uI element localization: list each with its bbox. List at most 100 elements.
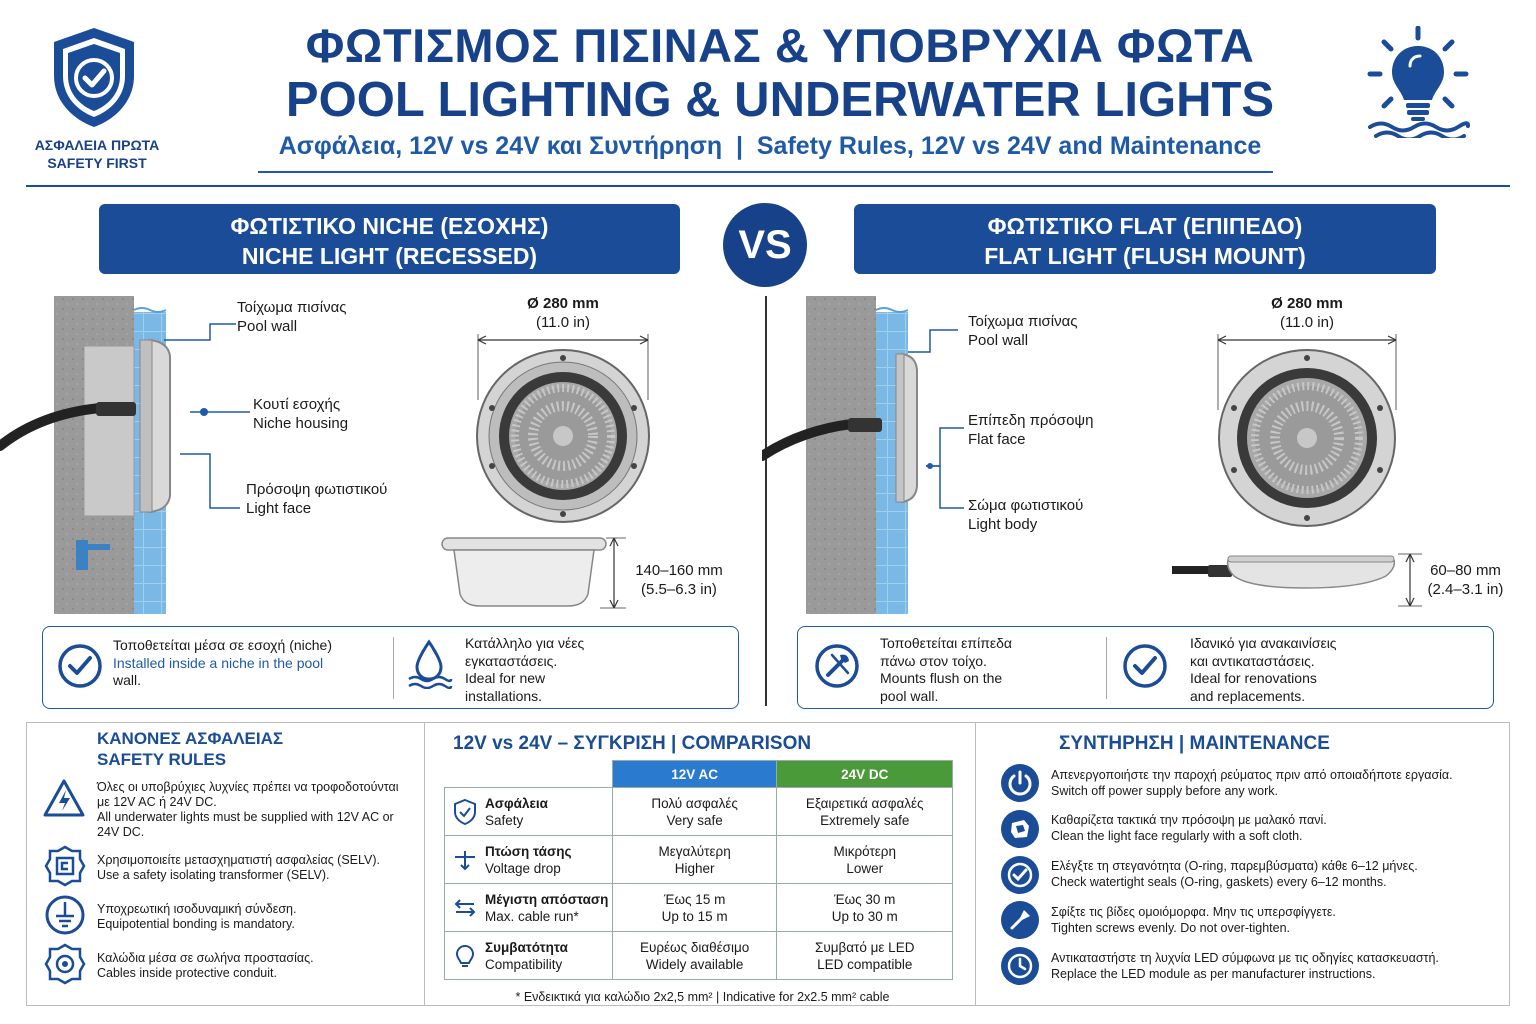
label-en: Pool wall: [968, 332, 1029, 349]
mt-gr: Σφίξτε τις βίδες ομοιόμορφα. Μην τις υπε…: [1051, 905, 1336, 919]
mt-en: Tighten screws evenly. Do not over-tight…: [1051, 921, 1291, 935]
label-en: Niche housing: [253, 415, 349, 432]
label-gr: Κουτί εσοχής: [253, 396, 341, 413]
power-icon: [1001, 764, 1039, 802]
depth-in: (5.5–6.3 in): [641, 581, 717, 598]
info-part: Installed: [113, 654, 170, 671]
flat-banner-gr: ΦΩΤΙΣΤΙΚΟ FLAT (ΕΠΙΠΕΔΟ): [987, 213, 1303, 239]
niche-front-view: [476, 334, 650, 523]
clock-icon: [1001, 947, 1039, 985]
flat-label-pool-wall: Τοίχωμα πισίνας Pool wall: [968, 312, 1078, 350]
label-gr: Επίπεδη πρόσοψη: [968, 412, 1094, 429]
check-circle-icon: [1122, 643, 1168, 694]
info-divider: [1106, 637, 1107, 699]
label-en: Pool wall: [237, 318, 298, 335]
rule-gr: Χρησιμοποιείτε μετασχηματιστή ασφαλείας …: [97, 853, 381, 867]
safety-item-1: Όλες οι υποβρύχιες λυχνίες πρέπει να τρο…: [97, 780, 412, 840]
flat-banner: ΦΩΤΙΣΤΙΚΟ FLAT (ΕΠΙΠΕΔΟ) FLAT LIGHT (FLU…: [854, 204, 1436, 274]
empty-cell: [445, 761, 613, 788]
cell-en: Up to 30 m: [831, 908, 898, 924]
safety-title: ΚΑΝΟΝΕΣ ΑΣΦΑΛΕΙΑΣ SAFETY RULES: [97, 728, 283, 770]
niche-banner-en: NICHE LIGHT (RECESSED): [241, 243, 538, 269]
label-gr: Πρόσοψη φωτιστικού: [246, 481, 388, 498]
flat-leader-lines: [908, 329, 964, 509]
info-line: installations.: [465, 687, 543, 704]
mt-en: Clean the light face regularly with a so…: [1051, 829, 1303, 843]
niche-cross-section-illustration: [0, 296, 230, 616]
label-en: Light face: [246, 500, 312, 517]
niche-depth-label: 140–160 mm (5.5–6.3 in): [624, 561, 734, 599]
info-line: pool wall.: [880, 687, 939, 704]
lightbulb-icon: [453, 942, 477, 974]
col-24v: 24V DC: [776, 760, 953, 788]
mt-gr: Αντικαταστήστε τη λυχνία LED σύμφωνα με …: [1051, 951, 1439, 965]
row-en: Safety: [485, 812, 524, 828]
flat-label-body: Σώμα φωτιστικού Light body: [968, 496, 1083, 534]
diameter-in: (11.0 in): [536, 314, 590, 331]
wrench-circle-icon: [814, 643, 860, 694]
lightbulb-water-icon: [1364, 25, 1472, 142]
maintenance-item-1: Απενεργοποιήστε την παροχή ρεύματος πριν…: [1051, 767, 1501, 799]
flat-info-1: Τοποθετείται επίπεδα πάνω στον τοίχο. Mo…: [880, 635, 1100, 705]
label-gr: Τοίχωμα πισίνας: [237, 299, 347, 316]
mt-en: Switch off power supply before any work.: [1051, 784, 1278, 798]
cell-gr: Ευρέως διαθέσιμο: [639, 939, 750, 955]
diameter-in: (11.0 in): [1280, 314, 1334, 331]
vs-badge: VS: [723, 203, 807, 287]
panel-divider-1: [424, 722, 425, 1006]
cell-en: Very safe: [666, 812, 723, 828]
info-line: και αντικαταστάσεις.: [1190, 652, 1315, 669]
niche-info-box: Τοποθετείται μέσα σε εσοχή (niche) Insta…: [42, 626, 739, 709]
check-seal-icon: [1001, 856, 1039, 894]
page-title-gr: ΦΩΤΙΣΜΟΣ ΠΙΣΙΝΑΣ & ΥΠΟΒΡΥΧΙΑ ΦΩΤΑ: [305, 19, 1255, 72]
maintenance-item-5: Αντικαταστήστε τη λυχνία LED σύμφωνα με …: [1051, 950, 1501, 982]
voltage-drop-icon: [453, 848, 477, 876]
transformer-icon: [44, 845, 86, 892]
info-line: εγκαταστάσεις.: [465, 652, 558, 669]
mt-gr: Ελέγξτε τη στεγανότητα (O-ring, παρεμβύσ…: [1051, 859, 1418, 873]
cell-gr: Μεγαλύτερη: [658, 843, 731, 859]
table-row: Συμβατότητα Compatibility Ευρέως διαθέσι…: [444, 931, 953, 980]
maintenance-item-3: Ελέγξτε τη στεγανότητα (O-ring, παρεμβύσ…: [1051, 858, 1501, 890]
mt-en: Check watertight seals (O-ring, gaskets)…: [1051, 875, 1387, 889]
rule-en: Equipotential bonding is mandatory.: [97, 917, 295, 931]
badge-gr: ΑΣΦΑΛΕΙΑ ΠΡΩΤΑ: [34, 137, 160, 153]
niche-diameter-label: Ø 280 mm (11.0 in): [478, 294, 648, 332]
niche-banner-gr: ΦΩΤΙΣΤΙΚΟ NICHE (ΕΣΟΧΗΣ): [230, 213, 549, 239]
cell-gr: Εξαιρετικά ασφαλές: [805, 795, 924, 811]
rule-en: Use a safety isolating transformer (SELV…: [97, 868, 330, 882]
row-en: Voltage drop: [485, 860, 561, 876]
flat-info-box: Τοποθετείται επίπεδα πάνω στον τοίχο. Mo…: [797, 626, 1494, 709]
rule-en: Cables inside protective conduit.: [97, 966, 277, 980]
row-en: Max. cable run*: [485, 908, 579, 924]
info-line: Τοποθετείται μέσα σε εσοχή (niche): [113, 637, 332, 653]
header-divider: [26, 185, 1510, 187]
cell-en: LED compatible: [817, 956, 913, 972]
flat-info-2: Ιδανικό για ανακαινίσεις και αντικαταστά…: [1190, 635, 1450, 705]
cell-en: Higher: [674, 860, 715, 876]
rule-gr: Όλες οι υποβρύχιες λυχνίες πρέπει να τρο…: [97, 780, 399, 809]
cloth-icon: [1001, 810, 1039, 848]
rule-en: All underwater lights must be supplied w…: [97, 810, 394, 839]
grounding-icon: [44, 894, 86, 941]
safety-title-en: SAFETY RULES: [97, 750, 227, 769]
flat-cross-section-illustration: [757, 296, 952, 616]
cell-en: Lower: [846, 860, 884, 876]
depth-mm: 140–160 mm: [635, 562, 723, 579]
cell-gr: Συμβατό με LED: [814, 939, 915, 955]
safety-item-2: Χρησιμοποιείτε μετασχηματιστή ασφαλείας …: [97, 853, 412, 883]
niche-label-face: Πρόσοψη φωτιστικού Light face: [246, 480, 387, 518]
row-gr: Ασφάλεια: [485, 795, 548, 811]
col-12v: 12V AC: [611, 760, 778, 788]
niche-info-1: Τοποθετείται μέσα σε εσοχή (niche) Insta…: [113, 637, 403, 690]
label-gr: Σώμα φωτιστικού: [968, 497, 1084, 514]
badge-en: SAFETY FIRST: [47, 155, 147, 171]
info-line: wall.: [113, 672, 142, 688]
maintenance-item-4: Σφίξτε τις βίδες ομοιόμορφα. Μην τις υπε…: [1051, 904, 1501, 936]
row-gr: Μέγιστη απόσταση: [485, 891, 609, 907]
